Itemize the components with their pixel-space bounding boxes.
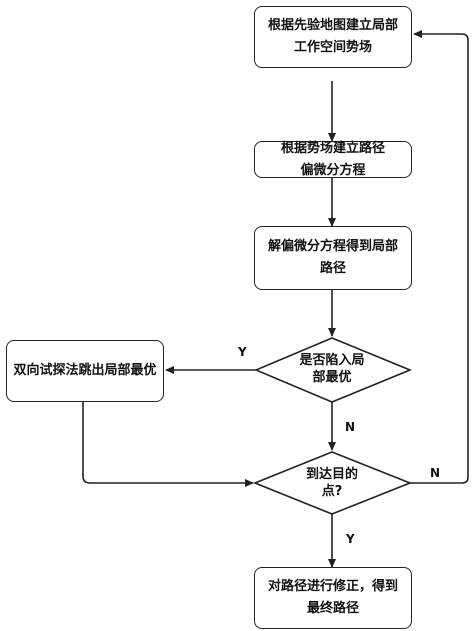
label-goal-yes: Y [346,532,355,546]
label-local-optimum-no: N [345,420,356,434]
step-final-path: 对路径进行修正，得到最终路径 [254,567,412,629]
step-build-potential-field: 根据先验地图建立局部工作空间势场 [254,6,412,68]
step-bidirectional-escape: 双向试探法跳出局部最优 [6,340,164,402]
step-build-pde: 根据势场建立路径偏微分方程 [254,141,412,178]
decision-local-optimum-text: 是否陷入局部最优 [299,353,365,385]
step-build-pde-text: 根据势场建立路径偏微分方程 [280,140,385,178]
label-local-optimum-yes: Y [238,345,247,359]
step-final-path-text: 对路径进行修正，得到最终路径 [267,579,398,616]
step-solve-pde: 解偏微分方程得到局部路径 [254,226,412,290]
step-solve-pde-text: 解偏微分方程得到局部路径 [267,239,398,276]
step-build-potential-field-text: 根据先验地图建立局部工作空间势场 [267,18,398,55]
arrow-escape-to-decision-goal [82,402,254,487]
step-bidirectional-escape-text: 双向试探法跳出局部最优 [13,363,157,378]
decision-goal-text: 到达目的点? [305,467,358,499]
label-goal-no: N [430,466,441,480]
arrow-decision-goal-to-step1 [410,30,469,484]
